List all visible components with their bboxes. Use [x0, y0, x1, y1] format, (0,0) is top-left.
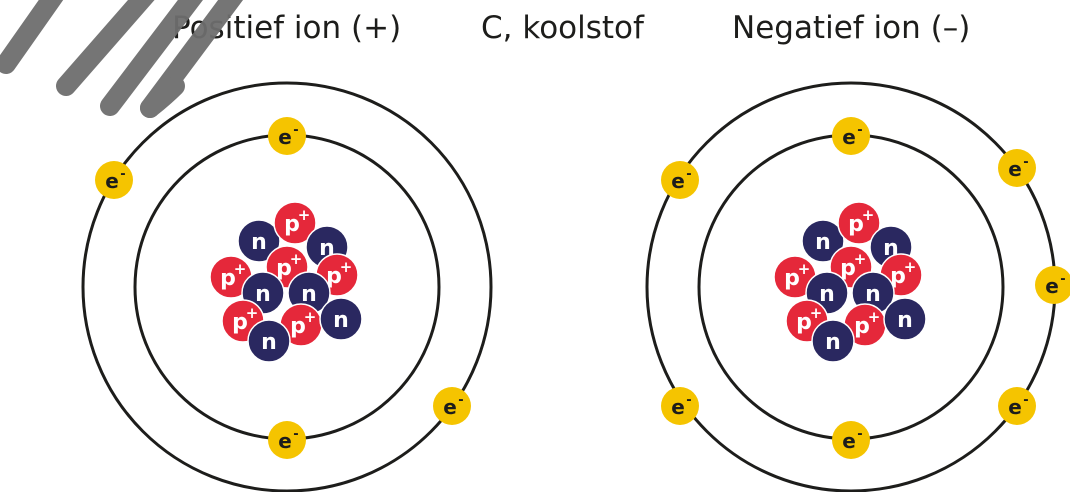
- proton-charge: +: [868, 308, 881, 326]
- neutron: n: [247, 319, 291, 363]
- electron-charge: -: [857, 123, 862, 138]
- electron-label: e: [278, 429, 292, 453]
- proton: p+: [273, 201, 317, 245]
- outer-orbit: [81, 81, 493, 492]
- electron-charge: -: [293, 123, 298, 138]
- proton-label: p: [854, 314, 870, 339]
- electron: e-: [95, 161, 133, 199]
- neutron: n: [237, 219, 281, 263]
- proton-label: p: [220, 266, 236, 291]
- proton-charge: +: [340, 258, 353, 276]
- proton-charge: +: [298, 206, 311, 224]
- electron-label: e: [278, 125, 292, 149]
- electron: e-: [268, 117, 306, 155]
- electron-label: e: [1045, 274, 1059, 298]
- electron-label: e: [105, 169, 119, 193]
- neutron-label: n: [255, 282, 271, 307]
- proton-label: p: [796, 310, 812, 335]
- electron-charge: -: [458, 393, 463, 408]
- electron: e-: [433, 387, 471, 425]
- proton-charge: +: [862, 206, 875, 224]
- electron-label: e: [443, 395, 457, 419]
- watermark: IN: [0, 0, 244, 118]
- electron-charge: -: [120, 167, 125, 182]
- proton-charge: +: [234, 260, 247, 278]
- electron: e-: [832, 117, 870, 155]
- electron-charge: -: [293, 427, 298, 442]
- proton-label: p: [840, 256, 856, 281]
- proton-label: p: [284, 212, 300, 237]
- electron-label: e: [671, 395, 685, 419]
- watermark-stroke-5: [140, 76, 185, 118]
- electron-label: e: [1008, 157, 1022, 181]
- electron: e-: [832, 421, 870, 459]
- neutron-label: n: [819, 282, 835, 307]
- electron-label: e: [842, 125, 856, 149]
- proton-charge: +: [290, 250, 303, 268]
- proton-label: p: [276, 256, 292, 281]
- neutron-label: n: [261, 330, 277, 355]
- electron: e-: [268, 421, 306, 459]
- proton-label: p: [290, 314, 306, 339]
- electron-label: e: [1008, 395, 1022, 419]
- proton-charge: +: [798, 260, 811, 278]
- electron-charge: -: [1023, 393, 1028, 408]
- electron-label: e: [671, 169, 685, 193]
- watermark-stroke-3: [100, 0, 203, 116]
- electron: e-: [998, 149, 1036, 187]
- electron-charge: -: [686, 393, 691, 408]
- neutron-label: n: [825, 330, 841, 355]
- proton-charge: +: [854, 250, 867, 268]
- proton: p+: [837, 201, 881, 245]
- neutron-label: n: [865, 282, 881, 307]
- proton: p+: [209, 255, 253, 299]
- watermark-stroke-1: [0, 0, 64, 74]
- neutron-label: n: [333, 308, 349, 333]
- proton-charge: +: [304, 308, 317, 326]
- title-negative-ion: Negatief ion (–): [732, 10, 971, 46]
- watermark-stroke-2: [56, 0, 155, 96]
- proton-charge: +: [246, 304, 259, 322]
- title-carbon: C, koolstof: [481, 10, 644, 46]
- neutron-label: n: [251, 230, 267, 255]
- proton-label: p: [784, 266, 800, 291]
- proton-label: p: [326, 264, 342, 289]
- neutron-label: n: [301, 282, 317, 307]
- electron-charge: -: [686, 167, 691, 182]
- proton: p+: [843, 303, 887, 347]
- electron-charge: -: [1060, 272, 1065, 287]
- neutron: n: [319, 297, 363, 341]
- neutron-label: n: [897, 308, 913, 333]
- electron-charge: -: [1023, 155, 1028, 170]
- proton-label: p: [232, 310, 248, 335]
- proton-charge: +: [810, 304, 823, 322]
- electron: e-: [661, 387, 699, 425]
- proton-charge: +: [904, 258, 917, 276]
- electron: e-: [998, 387, 1036, 425]
- neutron: n: [811, 319, 855, 363]
- proton-label: p: [890, 264, 906, 289]
- electron: e-: [1035, 266, 1070, 304]
- electron-charge: -: [857, 427, 862, 442]
- neutron: n: [801, 219, 845, 263]
- neutron-label: n: [815, 230, 831, 255]
- electron-label: e: [842, 429, 856, 453]
- neutron: n: [883, 297, 927, 341]
- electron: e-: [661, 161, 699, 199]
- proton-label: p: [848, 212, 864, 237]
